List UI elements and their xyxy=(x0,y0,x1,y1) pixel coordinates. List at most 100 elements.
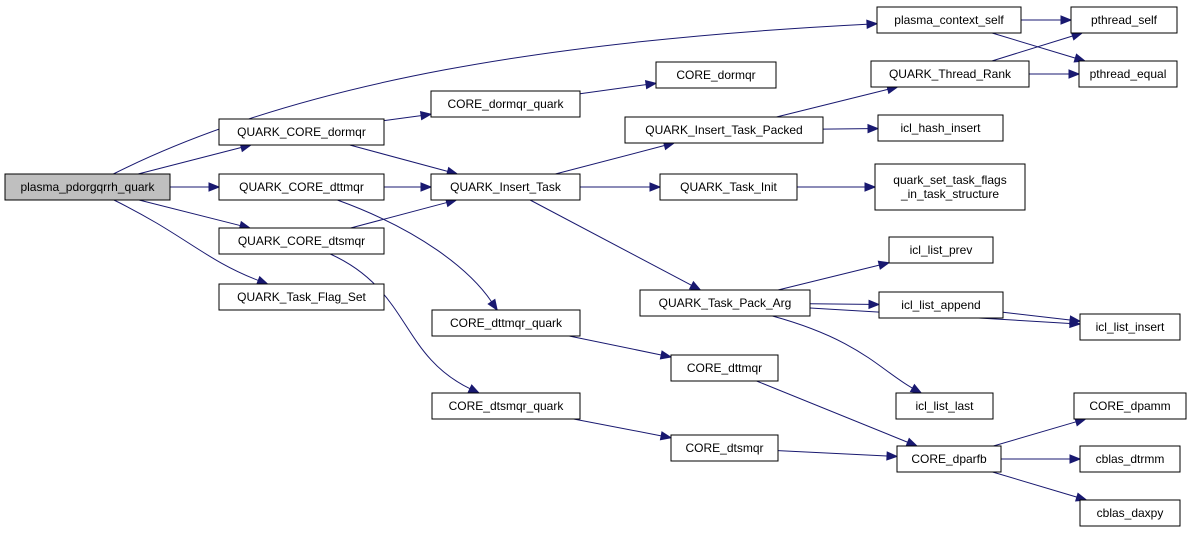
function-node-pth-equal[interactable]: pthread_equal xyxy=(1078,60,1178,88)
node-label: QUARK_Insert_Task xyxy=(450,180,562,194)
function-node-c-dtsmqr[interactable]: CORE_dtsmqr xyxy=(670,434,779,462)
function-node-q-dormqr[interactable]: QUARK_CORE_dormqr xyxy=(218,118,385,146)
edge-line xyxy=(330,253,471,390)
function-node-q-flagset[interactable]: QUARK_Task_Flag_Set xyxy=(218,283,385,311)
node-label: pthread_self xyxy=(1091,13,1158,27)
arrowhead-icon xyxy=(867,123,880,134)
node-label: _in_task_structure xyxy=(900,187,999,201)
arrowhead-icon xyxy=(649,182,662,192)
edge-line xyxy=(991,32,1076,59)
edge-line xyxy=(1002,311,1071,321)
arrowhead-icon xyxy=(208,182,221,192)
function-node-pack-arg[interactable]: QUARK_Task_Pack_Arg xyxy=(639,289,811,317)
call-edge-thr_rank-to-pth_equal xyxy=(1029,69,1081,79)
edge-line xyxy=(579,84,647,95)
function-node-q-dttmqr[interactable]: QUARK_CORE_dttmqr xyxy=(218,173,385,201)
call-edge-l_append-to-l_insert xyxy=(1002,311,1082,325)
node-box xyxy=(1079,313,1181,341)
call-edge-q_dttmqr-to-c_dttmqr_q xyxy=(337,199,498,312)
call-edge-c_dparfb-to-b_dtrmm xyxy=(1001,454,1082,464)
edge-line xyxy=(137,147,242,175)
call-edges xyxy=(113,15,1088,502)
function-node-b-dtrmm[interactable]: cblas_dtrmm xyxy=(1079,445,1181,473)
call-edge-root-to-q_dtsmqr xyxy=(138,199,252,231)
function-node-thr-rank[interactable]: QUARK_Thread_Rank xyxy=(870,60,1030,88)
node-label: CORE_dtsmqr xyxy=(685,441,763,455)
node-label: QUARK_CORE_dttmqr xyxy=(239,180,364,194)
function-node-c-dpamm[interactable]: CORE_dpamm xyxy=(1073,392,1187,420)
node-label: plasma_context_self xyxy=(894,13,1004,27)
call-edge-task_init-to-set_flags xyxy=(797,182,877,192)
node-box xyxy=(430,90,581,118)
function-node-task-init[interactable]: QUARK_Task_Init xyxy=(659,173,798,201)
edge-line xyxy=(383,115,422,122)
node-label: CORE_dormqr xyxy=(676,68,755,82)
node-box xyxy=(1079,499,1181,527)
call-edge-ins_task-to-ins_packed xyxy=(555,141,676,175)
function-node-l-last[interactable]: icl_list_last xyxy=(895,392,994,420)
node-box xyxy=(659,173,798,201)
function-node-c-dormqr[interactable]: CORE_dormqr xyxy=(655,61,777,89)
function-node-b-daxpy[interactable]: cblas_daxpy xyxy=(1079,499,1181,527)
arrowhead-icon xyxy=(1069,454,1082,464)
node-label: icl_hash_insert xyxy=(900,121,981,135)
edge-line xyxy=(993,421,1077,447)
function-node-ins-packed[interactable]: QUARK_Insert_Task_Packed xyxy=(624,116,824,144)
call-edge-pack_arg-to-l_append xyxy=(809,299,881,310)
node-box xyxy=(218,173,385,201)
edge-line xyxy=(529,199,692,286)
arrowhead-icon xyxy=(877,260,891,270)
function-node-pth-self[interactable]: pthread_self xyxy=(1070,6,1178,34)
arrowhead-icon xyxy=(659,350,673,360)
edge-line xyxy=(776,88,888,118)
edge-line xyxy=(113,23,868,175)
node-label: CORE_dttmqr xyxy=(687,361,762,375)
call-edge-ins_packed-to-hash_ins xyxy=(822,123,880,134)
node-box xyxy=(1079,445,1181,473)
node-label: CORE_dormqr_quark xyxy=(447,97,564,111)
edge-line xyxy=(772,315,913,389)
node-label: QUARK_Thread_Rank xyxy=(889,67,1012,81)
function-node-ins-task[interactable]: QUARK_Insert_Task xyxy=(430,173,581,201)
function-node-l-prev[interactable]: icl_list_prev xyxy=(888,236,994,264)
edge-line xyxy=(809,303,870,305)
call-edge-ctx_self-to-pth_self xyxy=(1021,15,1073,25)
function-node-c-dttmqr[interactable]: CORE_dttmqr xyxy=(670,354,779,382)
node-box xyxy=(624,116,824,144)
arrowhead-icon xyxy=(864,182,877,192)
call-edge-ins_packed-to-thr_rank xyxy=(776,84,899,118)
function-node-q-dtsmqr[interactable]: QUARK_CORE_dtsmqr xyxy=(218,227,385,255)
call-edge-c_dtsmqr-to-c_dparfb xyxy=(777,450,899,461)
call-edge-ins_task-to-task_init xyxy=(580,182,662,192)
node-label: cblas_dtrmm xyxy=(1096,452,1165,466)
function-node-l-append[interactable]: icl_list_append xyxy=(878,291,1004,319)
node-box xyxy=(1078,60,1178,88)
function-node-set-flags[interactable]: quark_set_task_flags_in_task_structure xyxy=(874,163,1026,211)
edge-line xyxy=(777,450,888,457)
node-box xyxy=(870,60,1030,88)
function-node-c-dtsmqr-q[interactable]: CORE_dtsmqr_quark xyxy=(431,392,581,420)
function-node-c-dttmqr-q[interactable]: CORE_dttmqr_quark xyxy=(431,309,581,337)
arrowhead-icon xyxy=(886,451,899,461)
function-node-hash-ins[interactable]: icl_hash_insert xyxy=(877,114,1004,142)
arrowhead-icon xyxy=(1060,15,1073,25)
node-box xyxy=(218,227,385,255)
call-edge-c_dparfb-to-c_dpamm xyxy=(993,417,1087,447)
node-label: CORE_dtsmqr_quark xyxy=(449,399,565,413)
function-node-ctx-self[interactable]: plasma_context_self xyxy=(876,6,1022,34)
function-node-c-dormqr-q[interactable]: CORE_dormqr_quark xyxy=(430,90,581,118)
node-label: icl_list_insert xyxy=(1096,320,1165,334)
call-edge-thr_rank-to-pth_self xyxy=(991,31,1084,62)
edge-line xyxy=(573,418,662,437)
call-edge-q_dtsmqr-to-ins_task xyxy=(350,198,458,229)
call-edge-q_dormqr-to-ins_task xyxy=(349,144,459,176)
node-label: QUARK_Task_Flag_Set xyxy=(237,290,366,304)
node-box xyxy=(431,309,581,337)
node-label: CORE_dttmqr_quark xyxy=(450,316,563,330)
arrowhead-icon xyxy=(256,275,269,285)
function-node-l-insert[interactable]: icl_list_insert xyxy=(1079,313,1181,341)
edge-line xyxy=(756,380,908,443)
function-node-c-dparfb[interactable]: CORE_dparfb xyxy=(896,445,1002,473)
call-edge-c_dttmqr_q-to-c_dttmqr xyxy=(569,335,673,360)
function-node-root[interactable]: plasma_pdorgqrrh_quark xyxy=(4,173,171,201)
